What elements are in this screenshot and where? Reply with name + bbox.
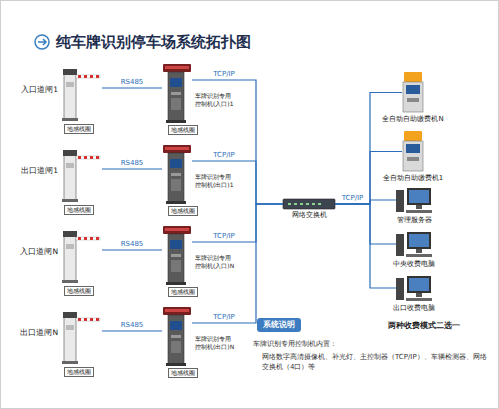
node-text: 入口道闸1 [21, 85, 58, 95]
loop-detector-box: 地感线圈 [64, 367, 94, 377]
lpr-controller: 车牌识别专用 控制机(出口)N [162, 305, 192, 367]
connector [102, 88, 162, 89]
node-text: 管理服务器 [397, 216, 432, 225]
lpr-controller: 车牌识别专用 控制机(出口)1 [162, 143, 192, 205]
line-label: TCP/IP [212, 313, 236, 322]
node-text: 车牌识别专用 控制机(入口)1 [195, 92, 238, 107]
connector [102, 331, 162, 332]
loop-detector-box: 地感线圈 [64, 205, 94, 215]
node-text: 车牌识别专用 控制机(入口)N [195, 254, 238, 269]
node-text: 地感线圈 [171, 126, 195, 134]
barrier-gate: 出口道闸1 [62, 149, 102, 201]
note-text: 网络数字高清摄像机、补光灯、主控制器（TCP/IP）、车辆检测器、网络交换机（4… [262, 352, 488, 372]
loop-detector-box: 地感线圈 [168, 368, 198, 378]
loop-detector-box: 地感线圈 [64, 124, 94, 134]
connector [192, 161, 283, 204]
line-label: TCP/IP [212, 232, 236, 241]
loop-detector-box: 地感线圈 [168, 287, 198, 297]
payment-kiosk: 全自动自助缴费机1 [402, 131, 424, 172]
lpr-controller: 车牌识别专用 控制机(入口)N [162, 224, 192, 286]
central-pc: 中央收费电脑 [396, 230, 432, 258]
node-text: 地感线圈 [67, 125, 91, 133]
connector [192, 80, 283, 204]
node-text: 车牌识别专用 控制机(出口)1 [195, 173, 238, 188]
server-pc: 管理服务器 [396, 186, 432, 214]
loop-detector-box: 地感线圈 [168, 206, 198, 216]
line-label: TCP/IP [212, 151, 236, 160]
info-badge: 系统说明 [257, 318, 301, 332]
node-text: 地感线圈 [67, 368, 91, 376]
node-text: 地感线圈 [67, 287, 91, 295]
connector [102, 169, 162, 170]
line-label: TCP/IP [341, 194, 365, 203]
note-text: 两种收费模式二选一 [388, 321, 460, 331]
connector [192, 204, 283, 323]
node-text: 入口道闸N [20, 247, 58, 257]
connector [102, 250, 162, 251]
line-label: RS485 [120, 321, 145, 330]
line-label: TCP/IP [212, 70, 236, 79]
node-text: 出口道闸N [20, 328, 58, 338]
line-label: RS485 [120, 240, 145, 249]
payment-kiosk: 全自动自助缴费机N [402, 72, 424, 113]
barrier-gate: 出口道闸N [62, 311, 102, 363]
network-switch: 网络交换机 [283, 199, 335, 209]
line-label: RS485 [120, 78, 145, 87]
loop-detector-box: 地感线圈 [64, 286, 94, 296]
connector [335, 204, 396, 288]
connector [335, 204, 396, 244]
line-label: RS485 [120, 159, 145, 168]
node-text: 全自动自助缴费机1 [383, 174, 443, 183]
node-text: 出口收费电脑 [393, 304, 435, 313]
barrier-gate: 入口道闸1 [62, 68, 102, 120]
connector [335, 93, 402, 205]
node-text: 地感线圈 [67, 206, 91, 214]
node-text: 地感线圈 [171, 207, 195, 215]
node-text: 系统说明 [263, 320, 295, 330]
connector [192, 204, 283, 242]
node-text: 出口道闸1 [21, 166, 58, 176]
barrier-gate: 入口道闸N [62, 230, 102, 282]
node-text: 地感线圈 [171, 369, 195, 377]
note-text: 车牌识别专用控制机内置： [253, 340, 337, 349]
lpr-controller: 车牌识别专用 控制机(入口)1 [162, 62, 192, 124]
node-text: 地感线圈 [171, 288, 195, 296]
exit-pc: 出口收费电脑 [396, 274, 432, 302]
node-text: 全自动自助缴费机N [382, 115, 443, 124]
node-text: 中央收费电脑 [393, 260, 435, 269]
node-text: 网络交换机 [292, 211, 327, 220]
node-text: 车牌识别专用 控制机(出口)N [195, 335, 238, 350]
diagram-title: 纯车牌识别停车场系统拓扑图 [56, 33, 251, 52]
loop-detector-box: 地感线圈 [168, 125, 198, 135]
